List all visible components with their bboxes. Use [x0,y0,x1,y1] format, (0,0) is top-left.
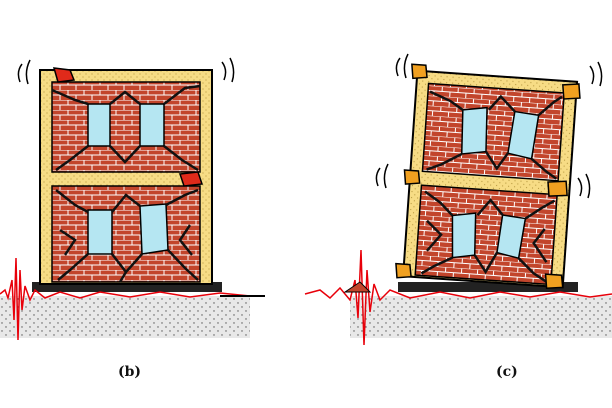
infill-b-bottom [51,185,201,283]
ground-b [0,296,250,338]
cracks-b [51,84,201,283]
building-c [304,53,612,346]
panel-label-b: (b) [118,364,142,380]
panel-label-c: (c) [496,364,518,380]
seismic-wave-c [304,249,612,346]
windows-c [451,106,540,260]
ground-c [350,296,612,338]
building-b [0,57,265,341]
vibration-marks-b [17,57,235,85]
cracks-c [420,90,563,284]
joint-damage-c [395,63,581,290]
infill-b-top [51,81,201,173]
seismic-wave-b [0,257,251,341]
foundation-c [398,282,578,292]
joint-damage-b [52,67,204,187]
foundation-b [32,282,222,292]
debris-c [343,281,372,293]
vibration-marks-c [375,53,603,199]
